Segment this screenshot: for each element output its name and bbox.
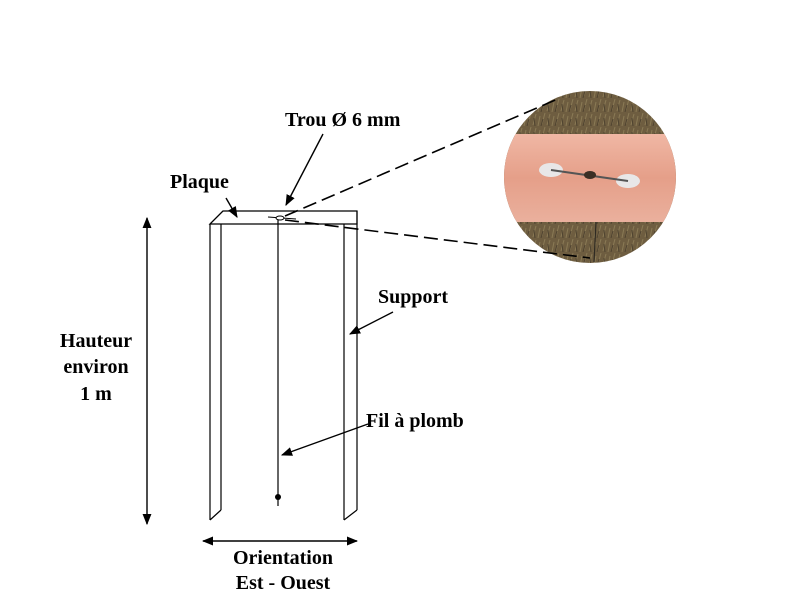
hole-marker [267, 215, 297, 221]
zoom-projection-top [284, 97, 561, 217]
zoom-projection-bottom [284, 219, 591, 259]
fil-pointer-arrow [280, 423, 369, 456]
fil-label: Fil à plomb [366, 410, 464, 432]
trou-label: Trou Ø 6 mm [285, 109, 401, 131]
zoom-detail-circle [504, 91, 676, 263]
support-label: Support [378, 286, 448, 308]
orientation-label-line1: Orientation [233, 547, 333, 569]
plumb-bob [275, 494, 281, 500]
support-frame [208, 210, 358, 521]
trou-pointer-arrow [285, 133, 324, 206]
plaque-pointer-arrow [225, 197, 238, 218]
hauteur-label-line3: 1 m [80, 383, 112, 405]
plumb-line-closeup [593, 221, 597, 263]
support-pointer-arrow [349, 311, 394, 335]
hole-closeup [584, 171, 596, 179]
hauteur-label-line1: Hauteur [60, 330, 132, 352]
plaque-label: Plaque [170, 171, 229, 193]
orientation-label-line2: Est - Ouest [236, 572, 331, 594]
hauteur-label-line2: environ [63, 356, 128, 378]
